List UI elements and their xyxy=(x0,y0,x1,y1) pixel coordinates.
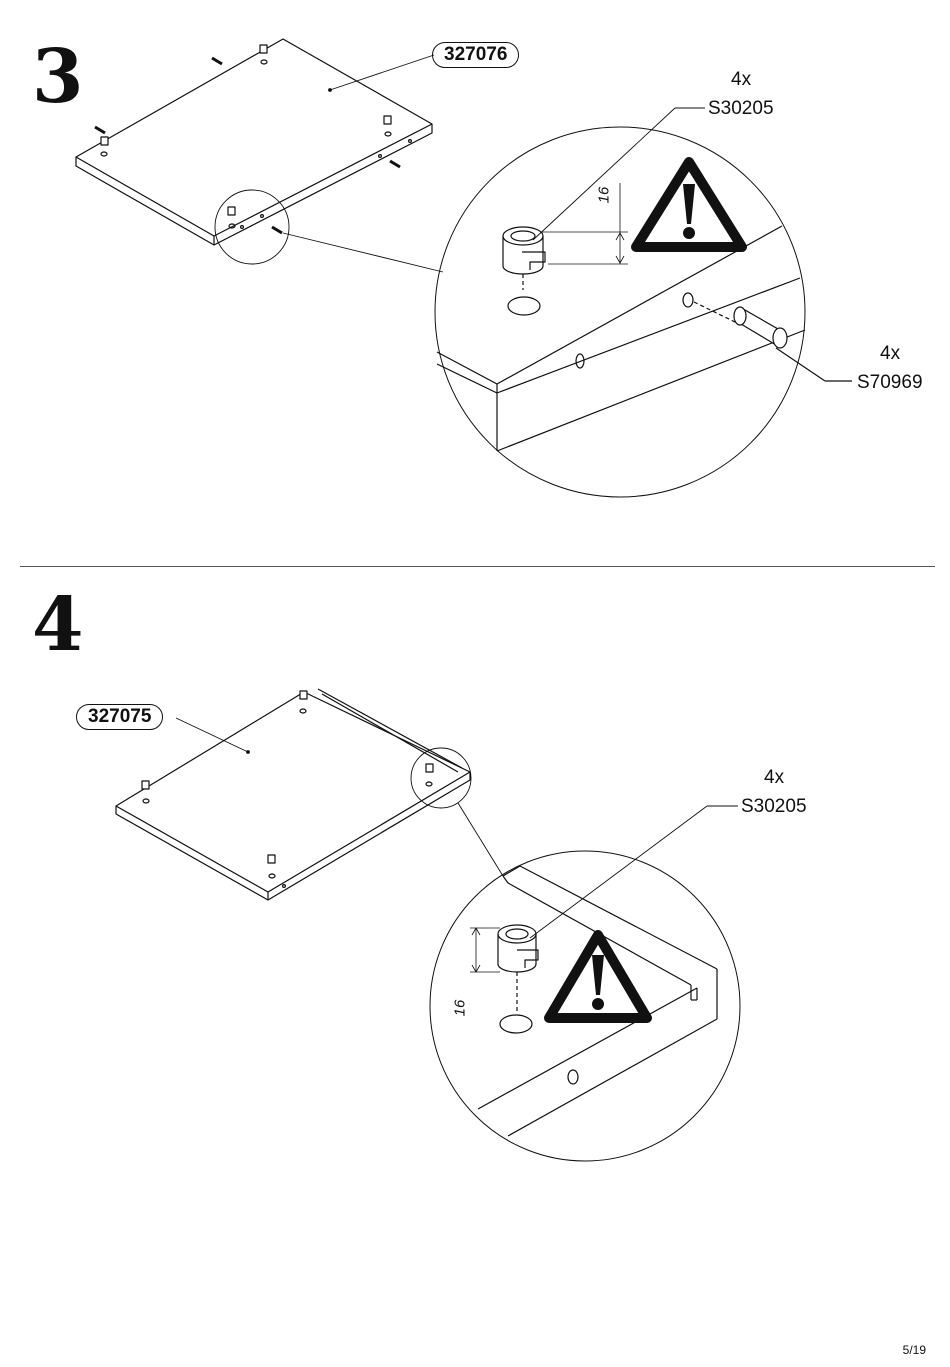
step-4-warning-icon xyxy=(549,935,647,1018)
step-4-panel xyxy=(116,692,470,892)
step-4-cam-fitting xyxy=(498,925,538,972)
page-number: 5/19 xyxy=(903,1343,926,1357)
